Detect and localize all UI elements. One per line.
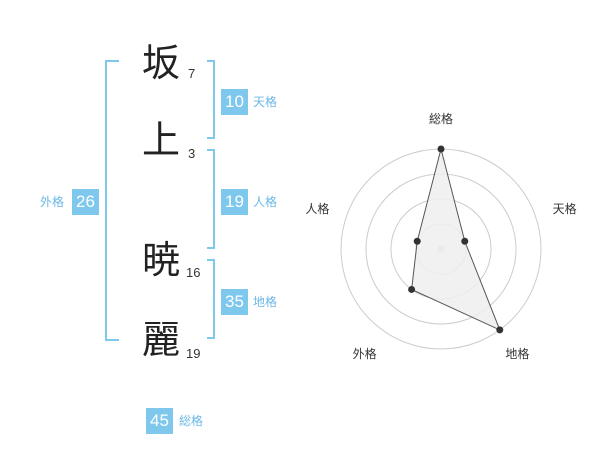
- radar-point-4: [408, 285, 416, 293]
- tenkaku-bracket: [207, 60, 215, 139]
- name-char-2: 上: [142, 118, 181, 162]
- tenkaku-badge: 10: [221, 89, 248, 115]
- radar-polygon: [411, 148, 501, 331]
- gaikaku-bracket: [105, 60, 119, 341]
- stroke-count-3: 16: [186, 265, 201, 280]
- radar-point-3: [496, 326, 504, 334]
- jinkaku-badge: 19: [221, 189, 248, 215]
- stroke-count-4: 19: [186, 346, 201, 361]
- gaikaku-badge: 26: [72, 189, 99, 215]
- name-char-3: 暁: [142, 238, 181, 282]
- chikaku-bracket: [207, 259, 215, 339]
- chikaku-label: 地格: [253, 295, 278, 309]
- tenkaku-label: 天格: [253, 95, 278, 109]
- stroke-count-2: 3: [188, 146, 196, 161]
- soukaku-label: 総格: [179, 414, 204, 428]
- radar-point-1: [437, 145, 445, 153]
- stroke-count-1: 7: [188, 66, 196, 81]
- radar-point-5: [413, 237, 421, 245]
- name-char-1: 坂: [142, 41, 181, 85]
- name-char-4: 麗: [142, 318, 181, 362]
- soukaku-badge: 45: [146, 408, 173, 434]
- radar-axis-label-5: 人格: [305, 201, 329, 216]
- radar-axis-label-4: 外格: [353, 346, 377, 361]
- radar-axis-label-2: 天格: [553, 201, 577, 216]
- chikaku-badge: 35: [221, 289, 248, 315]
- radar-point-2: [461, 237, 469, 245]
- jinkaku-bracket: [207, 149, 215, 249]
- radar-axis-label-3: 地格: [505, 346, 529, 361]
- jinkaku-label: 人格: [253, 195, 278, 209]
- gaikaku-label: 外格: [40, 195, 65, 209]
- radar-axis-label-1: 総格: [429, 111, 453, 126]
